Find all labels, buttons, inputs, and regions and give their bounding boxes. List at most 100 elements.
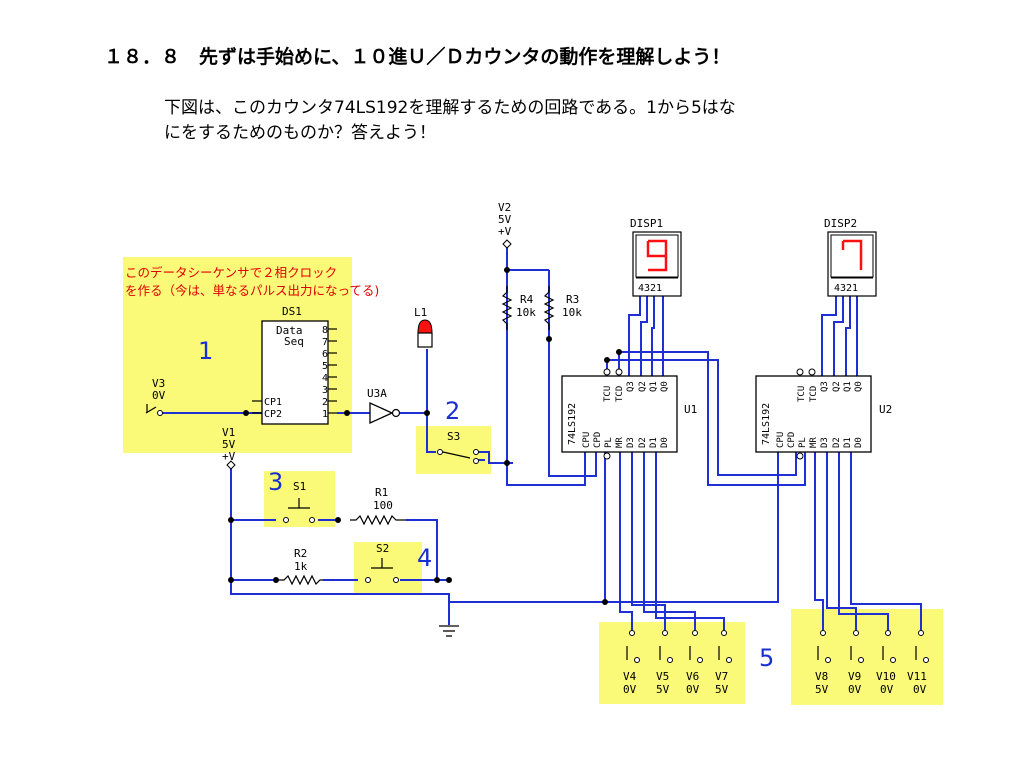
v3-source: V3 0V — [145, 377, 166, 416]
v3-name: V3 — [152, 377, 165, 390]
r2-resistor: R2 1k — [276, 547, 323, 586]
v2-name: V2 — [498, 201, 511, 214]
switch-v7: V7 5V — [715, 630, 732, 696]
u1-data-switches: V4 0V V5 5V V6 0V V7 5V — [623, 630, 732, 696]
l1-name: L1 — [414, 306, 427, 319]
s1-switch: S1 — [283, 480, 315, 523]
switch-v6: V6 0V — [686, 630, 703, 696]
u2-chip-type: 74LS192 — [761, 403, 772, 445]
s1-name: S1 — [293, 480, 306, 493]
u2-pin-d0: D0 — [854, 437, 864, 448]
u1-pin-tcu: TCU — [603, 386, 613, 402]
s3-switch: S3 — [437, 430, 479, 464]
v8-value: 5V — [815, 683, 829, 696]
u2-pin-q2: Q2 — [832, 381, 842, 392]
v4-value: 0V — [623, 683, 637, 696]
instruction-line-1: 下図は、このカウンタ74LS192を理解するための回路である。1から5はな — [164, 98, 736, 118]
u3a-inverter: U3A — [367, 387, 401, 425]
u1-chip-type: 74LS192 — [567, 403, 578, 445]
ds1-pin-2: 2 — [322, 397, 328, 408]
ds1-pin-3: 3 — [322, 385, 328, 396]
u1-top-pins: TCU TCD Q3 Q2 Q1 Q0 — [603, 381, 670, 402]
v7-value: 5V — [715, 683, 729, 696]
r2-name: R2 — [294, 547, 307, 560]
l1-led: L1 — [414, 306, 433, 348]
v5-name: V5 — [656, 670, 669, 683]
disp1-pin-numbers: 4321 — [638, 283, 662, 294]
v1-value: 5V — [222, 438, 236, 451]
u1-pin-q3: Q3 — [626, 381, 636, 392]
u1-pin-tcd: TCD — [615, 386, 625, 402]
switch-v10: V10 0V — [876, 630, 896, 696]
disp1-seven-segment: DISP1 4321 — [630, 217, 682, 297]
disp1-name: DISP1 — [630, 217, 663, 230]
disp2-pin-numbers: 4321 — [834, 283, 858, 294]
instruction-line-2: にをするためのものか？答えよう！ — [164, 123, 436, 143]
u2-counter-chip: U2 74LS192 TCU TCD Q3 Q2 Q1 Q0 CPU CPD P… — [755, 368, 892, 460]
v6-name: V6 — [686, 670, 699, 683]
ds1-pin-cp2: CP2 — [264, 409, 282, 420]
u2-pin-cpd: CPD — [787, 432, 797, 448]
v11-name: V11 — [907, 670, 927, 683]
r1-value: 100 — [373, 499, 393, 512]
v2-supply: V2 5V +V — [498, 201, 512, 249]
u1-pin-d3: D3 — [626, 437, 636, 448]
u1-counter-chip: U1 74LS192 TCU TCD Q3 Q2 Q1 Q0 CPU CPD P… — [561, 368, 697, 460]
v8-name: V8 — [815, 670, 828, 683]
v10-value: 0V — [880, 683, 894, 696]
region-label-3: 3 — [268, 468, 283, 496]
v1-supply: V1 5V +V — [222, 426, 236, 470]
region-2-highlight — [416, 426, 491, 474]
v6-value: 0V — [686, 683, 700, 696]
switch-v5: V5 5V — [656, 630, 673, 696]
v11-value: 0V — [913, 683, 927, 696]
v1-name: V1 — [222, 426, 235, 439]
s2-name: S2 — [376, 542, 389, 555]
ds1-pin-7: 7 — [322, 337, 328, 348]
ds1-body-line-2: Seq — [284, 335, 304, 348]
u1-pin-d0: D0 — [660, 437, 670, 448]
region-5b-highlight — [791, 609, 943, 705]
u1-pin-cpu: CPU — [582, 432, 592, 448]
s3-name: S3 — [447, 430, 460, 443]
u2-name: U2 — [879, 403, 892, 416]
v5-value: 5V — [656, 683, 670, 696]
r1-resistor: R1 100 — [350, 486, 406, 526]
v4-name: V4 — [623, 670, 637, 683]
u2-pin-pl: PL — [798, 437, 808, 448]
ds1-pin-1: 1 — [322, 409, 328, 420]
ds1-pin-8: 8 — [322, 325, 328, 336]
u2-bottom-pins: CPU CPD PL MR D3 D2 D1 D0 — [776, 432, 864, 448]
u2-pin-tcd: TCD — [809, 386, 819, 402]
r3-resistor: R3 10k — [543, 286, 582, 330]
r3-value: 10k — [562, 306, 582, 319]
r3-name: R3 — [566, 293, 579, 306]
u1-pin-pl: PL — [604, 437, 614, 448]
u3a-name: U3A — [367, 387, 387, 400]
region-label-4: 4 — [417, 544, 432, 572]
annotation-line-2: を作る（今は、単なるパルス出力になってる) — [125, 283, 379, 298]
disp2-digit-segments — [841, 239, 863, 270]
u2-pin-d3: D3 — [820, 437, 830, 448]
ds1-data-sequencer: DS1 Data Seq CP1 CP2 8 7 6 5 4 3 2 1 — [252, 305, 337, 425]
v10-name: V10 — [876, 670, 896, 683]
ds1-pin-cp1: CP1 — [264, 397, 282, 408]
u1-pin-cpd: CPD — [593, 432, 603, 448]
region-labels: 1 2 3 4 5 — [198, 337, 774, 672]
switch-v8: V8 5V — [815, 630, 831, 696]
u1-bottom-pins: CPU CPD PL MR D3 D2 D1 D0 — [582, 432, 670, 448]
region-label-1: 1 — [198, 337, 213, 365]
u1-pin-mr: MR — [615, 437, 625, 448]
disp1-digit-segments — [646, 239, 668, 272]
ds1-pin-6: 6 — [322, 349, 328, 360]
region-label-2: 2 — [445, 397, 460, 425]
u1-pin-q2: Q2 — [638, 381, 648, 392]
ds1-name: DS1 — [282, 305, 302, 318]
v7-name: V7 — [715, 670, 728, 683]
annotation-line-1: このデータシーケンサで２相クロック — [125, 265, 337, 280]
v2-rail: +V — [498, 225, 512, 238]
r2-value: 1k — [294, 560, 308, 573]
v1-rail: +V — [222, 450, 236, 463]
wires — [162, 248, 922, 630]
ground-symbol — [439, 625, 459, 637]
